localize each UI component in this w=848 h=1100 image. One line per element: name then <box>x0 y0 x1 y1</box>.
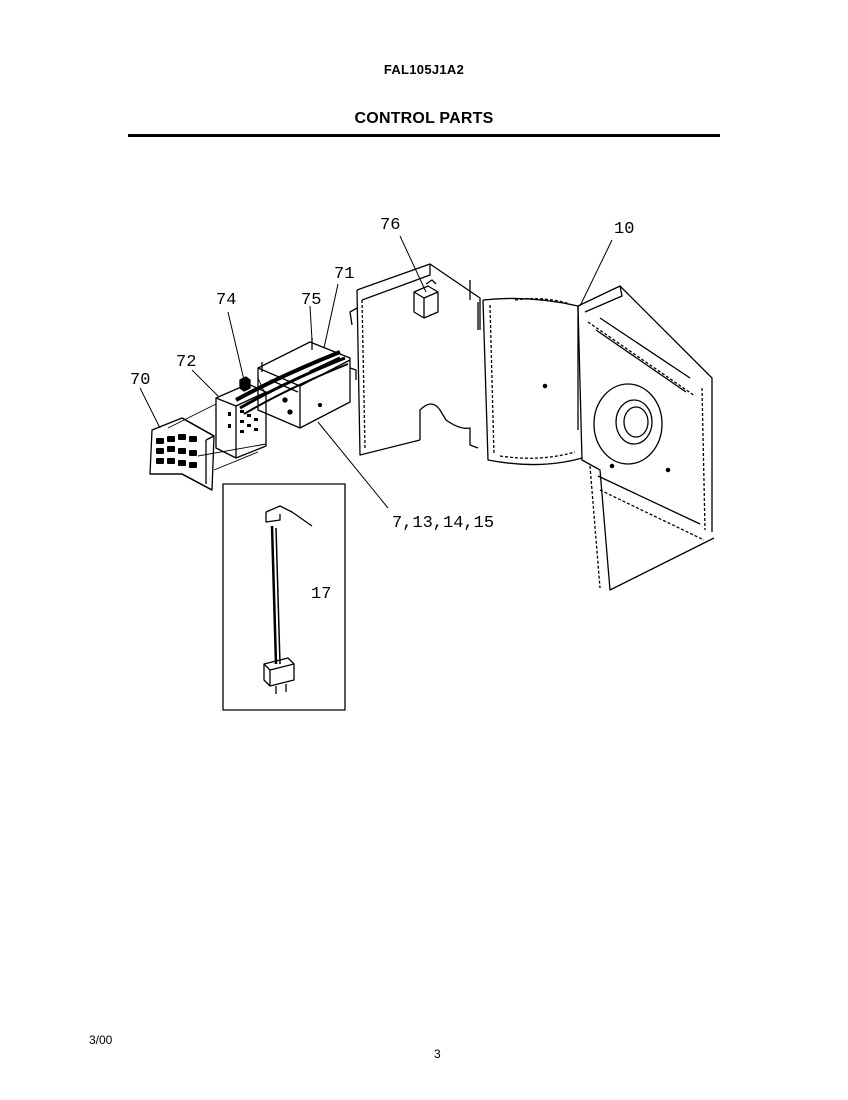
title-rule <box>128 134 720 137</box>
leader-70 <box>139 387 161 429</box>
callout-70: 70 <box>130 371 150 390</box>
callout-71: 71 <box>334 265 354 284</box>
clip-part-74 <box>239 376 251 392</box>
leader-74 <box>227 311 245 381</box>
callout-74: 74 <box>216 291 236 310</box>
leader-72 <box>191 369 219 397</box>
callout-75: 75 <box>301 291 321 310</box>
model-number: FAL105J1A2 <box>383 62 465 77</box>
wire-harness-inset-17 <box>222 483 346 711</box>
callout-17: 17 <box>311 585 331 604</box>
control-box-part <box>235 338 357 429</box>
leader-71 <box>323 283 339 349</box>
section-title: CONTROL PARTS <box>354 110 494 127</box>
revision-date: 3/00 <box>89 1033 113 1047</box>
leader-75 <box>309 305 313 341</box>
leader-7-13-14-15 <box>317 421 389 509</box>
callout-10: 10 <box>614 220 634 239</box>
leader-lines <box>139 235 613 509</box>
leader-10 <box>579 239 613 307</box>
callout-72: 72 <box>176 353 196 372</box>
callout-76: 76 <box>380 216 400 235</box>
control-panel-part-70 <box>149 417 215 491</box>
page-number: 3 <box>434 1047 441 1061</box>
explode-lines <box>167 377 267 471</box>
bracket-panel-part <box>349 263 715 591</box>
callout-7-13-14-15: 7,13,14,15 <box>392 514 494 533</box>
module-part-76 <box>413 279 439 319</box>
leader-76 <box>399 235 427 293</box>
